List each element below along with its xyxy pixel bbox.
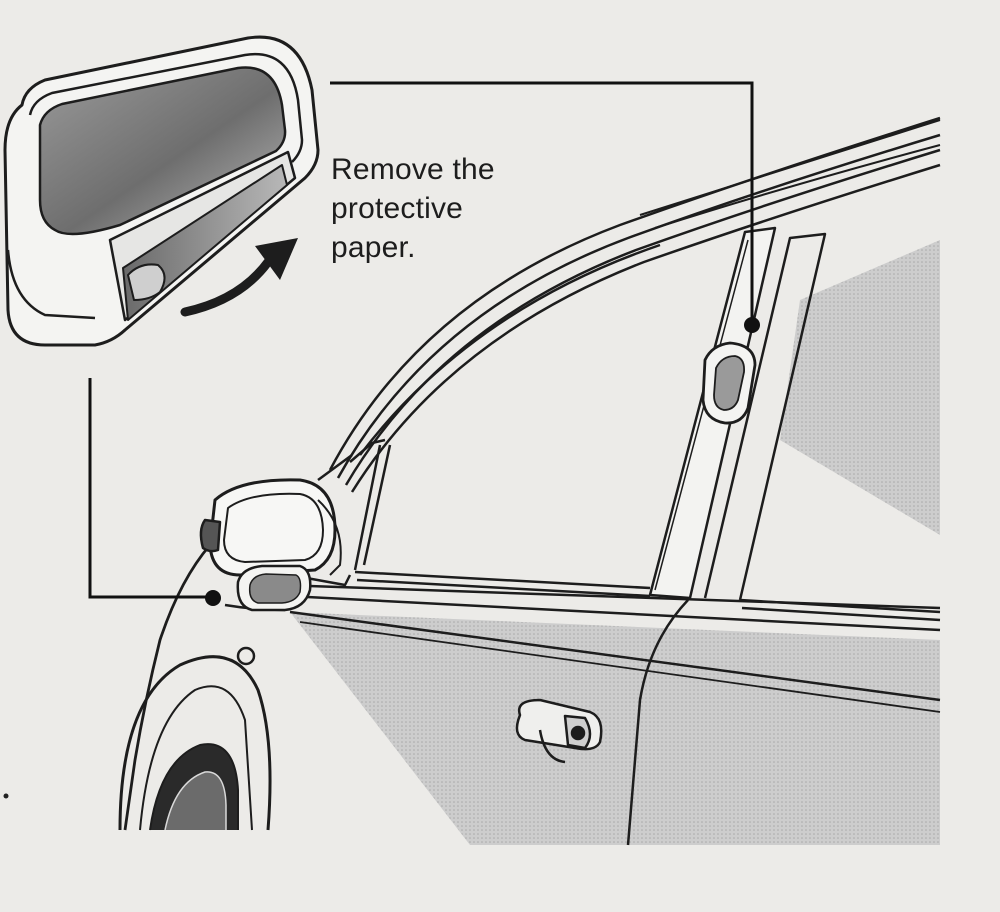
car-illustration [118,116,941,846]
protective-paper [127,263,166,301]
front-wheel [149,743,239,831]
door-shading [290,612,940,845]
instruction-text: Remove the protective paper. [331,153,495,264]
rear-window-shading [780,240,940,535]
mirror-closeup [3,35,320,347]
callout-dot-icon [744,317,760,333]
callout-dot-icon [205,590,221,606]
wheel-arch [118,655,272,831]
callout-lines [88,81,754,599]
door-gap [626,599,689,846]
stray-mark [3,793,9,799]
mounted-mirror-front [236,564,312,612]
side-mirror [199,478,352,587]
door-handle [515,698,603,764]
mirror-lens [38,66,287,236]
side-marker [236,646,256,666]
leader-line-mirror [88,378,212,599]
curved-arrow-icon [180,238,298,317]
mounted-mirror-pillar [701,341,757,425]
leader-line-pillar [330,81,754,322]
